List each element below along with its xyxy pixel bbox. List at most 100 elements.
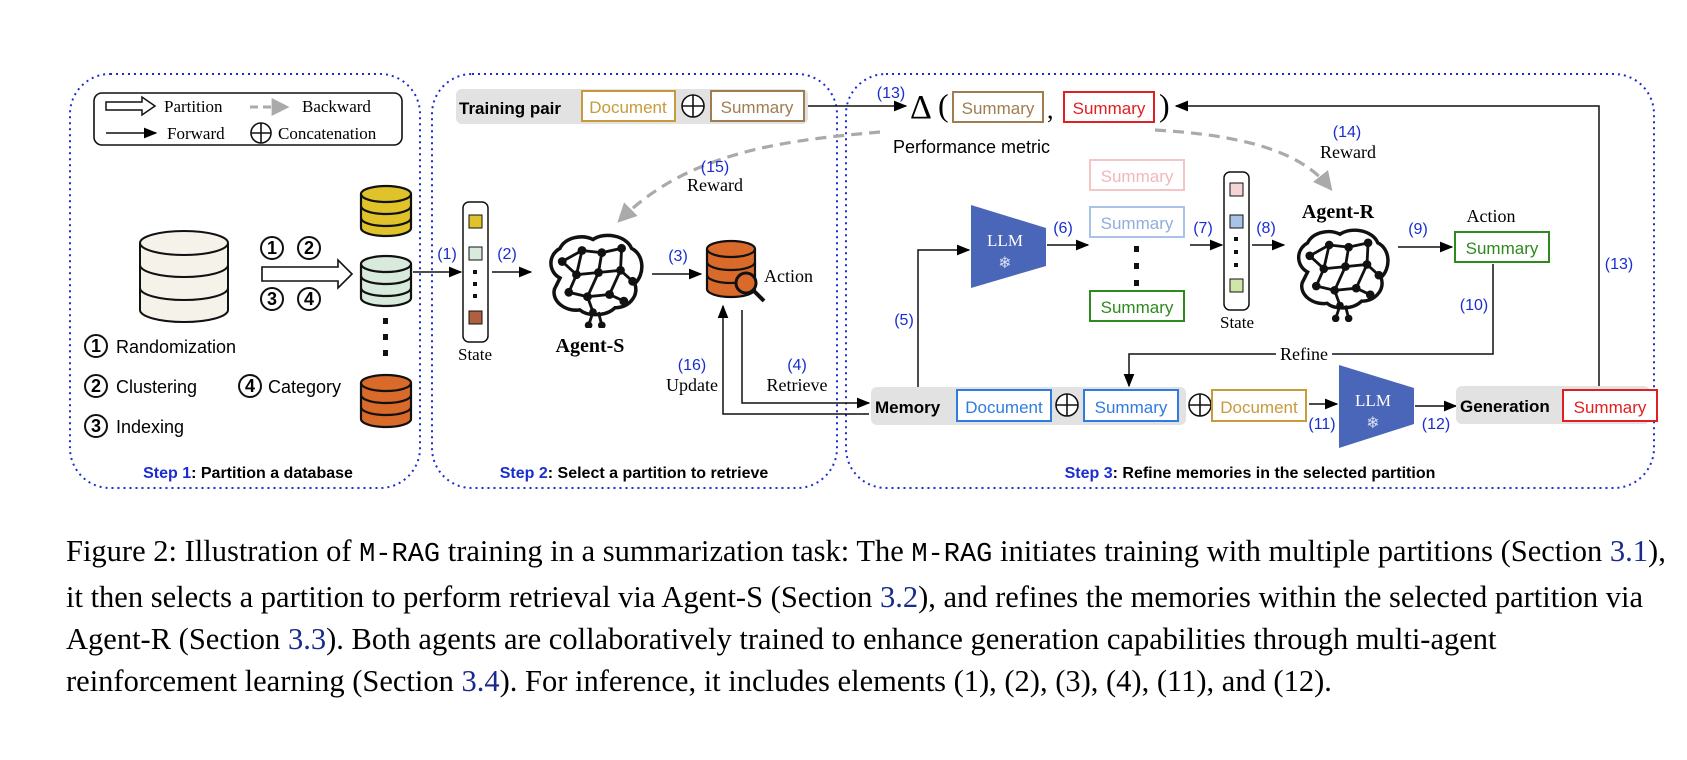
generation-summary-red [1562,389,1658,422]
reward-s-label: Reward [687,175,743,195]
step2-panel [431,73,838,489]
retrieve-label: Retrieve [767,375,828,395]
step-3: (3) [668,248,688,265]
step3-footer: Step 3: Refine memories in the selected … [1065,465,1436,482]
step-12: (12) [1422,416,1450,433]
step-7: (7) [1193,220,1213,237]
svg-text:Summary: Summary [721,98,794,117]
llm-bottom-icon: LLM ❄ [1339,365,1414,448]
reward-arrow-15 [617,130,881,223]
svg-text:Summary: Summary [1101,167,1174,186]
step-13-top: (13) [877,85,905,102]
action-r-label: Action [1467,206,1516,226]
database-icon [139,230,229,323]
concat-icon [681,94,705,118]
label-category: Category [268,377,341,397]
action-s-label: Action [764,266,813,286]
label-randomization: Randomization [116,337,236,357]
agent-s-brain-icon [549,233,644,328]
method-circles: 1 2 3 4 [260,236,321,311]
arrow-5 [917,244,971,389]
memory-document-box [956,389,1052,422]
ref-section-3-3[interactable]: 3.3 [287,622,327,656]
step-10: (10) [1460,297,1488,314]
step2-footer: Step 2: Select a partition to retrieve [500,465,769,482]
step-8: (8) [1256,220,1276,237]
svg-text:4: 4 [304,289,314,309]
arrow-13-right [1174,100,1600,404]
training-summary-box [710,90,805,122]
svg-text:1: 1 [91,336,101,356]
candidate-summary-faded [1089,159,1185,191]
action-summary-green [1454,231,1550,263]
figure-caption: Figure 2: Illustration of M-RAG training… [66,534,1666,698]
metric-summary-red [1063,91,1155,123]
step1-footer: Step 1: Partition a database [143,465,353,482]
partition-orange-icon [359,373,413,429]
step-11: (11) [1308,416,1335,433]
svg-text:Summary: Summary [1095,398,1168,417]
svg-text:Summary: Summary [962,99,1035,118]
partition-arrow [261,258,354,290]
step1-panel [69,73,421,489]
ref-section-3-1[interactable]: 3.1 [1609,534,1649,568]
paren-open: ( [938,87,949,123]
vertical-dots [383,318,388,356]
svg-text:2: 2 [304,238,314,258]
state-vector-r [1223,171,1250,311]
step-15: (15) [701,159,729,176]
svg-text:Summary: Summary [1574,398,1647,417]
svg-text:LLM: LLM [1355,391,1391,410]
partition-green-icon [359,254,413,308]
svg-text:4: 4 [245,376,255,396]
snowflake-icon: ❄ [1366,415,1379,432]
input-document-box [1211,389,1307,422]
state-s-label: State [458,345,492,364]
candidate-summary-green [1089,290,1185,322]
agent-r-brain-icon [1296,228,1390,322]
partition-arrow-icon [105,95,157,117]
training-pair-label: Training pair [459,99,561,118]
step-9: (9) [1408,221,1428,238]
step-2: (2) [497,246,517,263]
snowflake-icon: ❄ [998,255,1011,272]
step-13-right: (13) [1605,256,1633,273]
concat-icon [1188,393,1212,417]
concat-icon [250,122,272,144]
svg-text:Summary: Summary [1073,99,1146,118]
arrow-16 [717,304,869,415]
svg-text:Document: Document [1220,398,1298,417]
partition-yellow-icon [359,184,413,238]
legend-concatenation: Concatenation [278,124,377,143]
label-indexing: Indexing [116,417,184,437]
ref-section-3-4[interactable]: 3.4 [461,664,500,698]
svg-text:3: 3 [91,416,101,436]
legend-forward: Forward [167,124,225,143]
svg-text:LLM: LLM [987,231,1023,250]
mrag-diagram: Partition Backward Forward Concatenation… [69,73,1658,489]
reward-arrow-14 [1154,128,1333,192]
arrow-4 [741,310,871,409]
legend-backward: Backward [302,97,371,116]
update-label: Update [666,375,718,395]
label-clustering: Clustering [116,377,197,397]
agent-r-label: Agent-R [1302,201,1375,223]
comma: , [1047,95,1054,124]
refine-label: Refine [1280,344,1328,364]
step-5: (5) [894,312,914,329]
ref-section-3-2[interactable]: 3.2 [879,580,919,614]
arrow-10 [1123,264,1494,388]
state-vector-s [462,201,489,343]
svg-text:3: 3 [267,289,277,309]
state-r-label: State [1220,313,1254,332]
agent-s-label: Agent-S [556,335,625,357]
step-16: (16) [678,357,706,374]
step-4: (4) [787,357,807,374]
svg-text:Document: Document [589,98,667,117]
concat-icon [1055,393,1079,417]
performance-metric-label: Performance metric [893,137,1050,157]
svg-text:Summary: Summary [1466,239,1539,258]
delta-symbol: Δ [910,89,932,126]
legend-partition: Partition [164,97,223,116]
llm-top-icon: LLM ❄ [971,205,1046,288]
